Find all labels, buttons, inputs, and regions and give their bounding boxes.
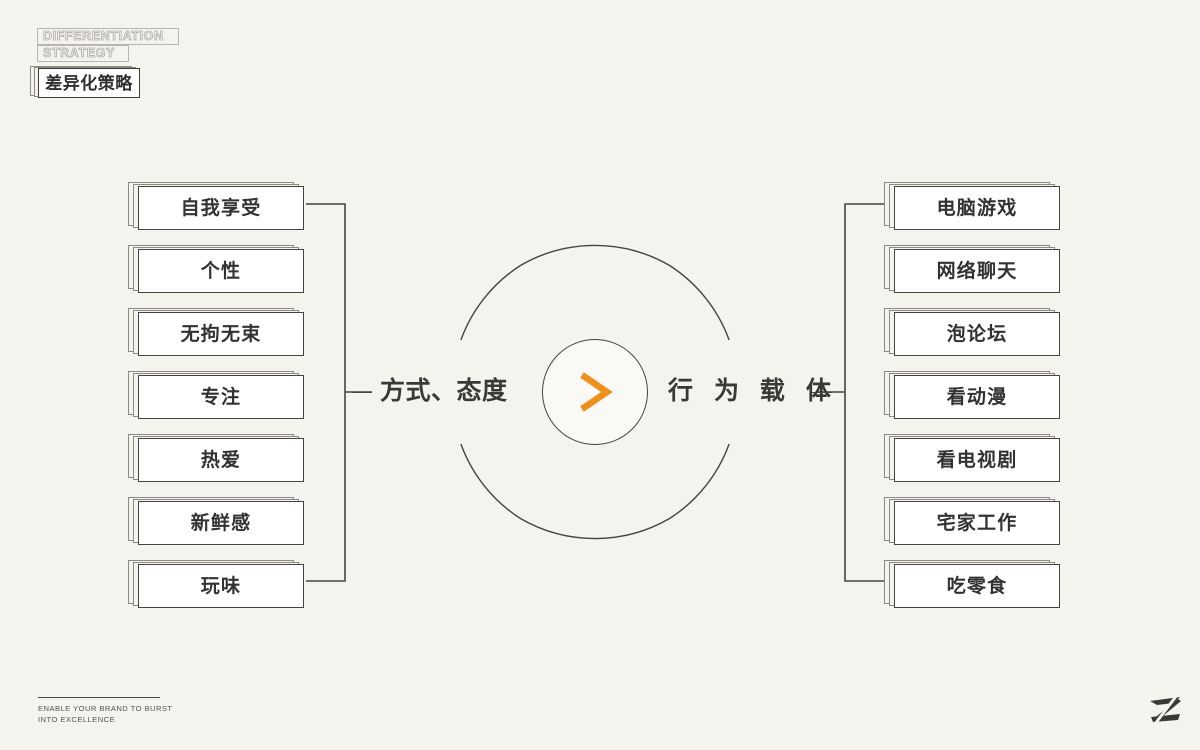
card-label: 自我享受: [180, 197, 262, 219]
brand-cn-stack: 差异化策略: [30, 66, 140, 98]
footer: ENABLE YOUR BRAND TO BURST INTO EXCELLEN…: [38, 697, 258, 725]
right_group-item-card[interactable]: 泡论坛: [884, 308, 1060, 356]
brand-line-1-box: DIFFERENTIATION: [37, 28, 179, 45]
right-bracket: [844, 203, 884, 582]
footer-rule: [38, 697, 160, 698]
card-label: 新鲜感: [190, 512, 252, 534]
left_group-item-card[interactable]: 玩味: [128, 560, 304, 608]
brand-line-2-text: STRATEGY: [43, 46, 115, 61]
right_group-item-card[interactable]: 宅家工作: [884, 497, 1060, 545]
left_group-item-card[interactable]: 专注: [128, 371, 304, 419]
card-face: 新鲜感: [138, 501, 304, 545]
card-face: 看动漫: [894, 375, 1060, 419]
brand-logo: DIFFERENTIATION STRATEGY 差异化策略: [30, 28, 230, 108]
chevron-right-icon: [580, 372, 613, 412]
left-bracket: [306, 203, 346, 582]
card-face: 电脑游戏: [894, 186, 1060, 230]
card-label: 泡论坛: [946, 323, 1008, 345]
card-label: 宅家工作: [936, 512, 1018, 534]
right_group-item-card[interactable]: 看动漫: [884, 371, 1060, 419]
card-label: 玩味: [200, 575, 242, 597]
left_group-item-card[interactable]: 无拘无束: [128, 308, 304, 356]
card-label: 无拘无束: [180, 323, 262, 345]
card-face: 吃零食: [894, 564, 1060, 608]
hub-inner-circle: [542, 339, 648, 445]
right_group-item-card[interactable]: 看电视剧: [884, 434, 1060, 482]
brand-line-1-text: DIFFERENTIATION: [43, 29, 164, 44]
card-face: 宅家工作: [894, 501, 1060, 545]
brand-cn-text: 差异化策略: [45, 73, 133, 93]
left-axis-label: 方式、态度: [380, 377, 508, 405]
card-label: 看动漫: [946, 386, 1008, 408]
card-label: 网络聊天: [936, 260, 1018, 282]
card-label: 吃零食: [946, 575, 1008, 597]
footer-tagline-line1: ENABLE YOUR BRAND TO BURST: [38, 704, 173, 713]
card-face: 网络聊天: [894, 249, 1060, 293]
card-face: 看电视剧: [894, 438, 1060, 482]
hub-tick-left: [352, 392, 372, 393]
hub-outer-ring: [460, 244, 730, 540]
brand-line-2-box: STRATEGY: [37, 45, 129, 62]
card-label: 热爱: [200, 449, 242, 471]
brand-cn-card: 差异化策略: [38, 68, 140, 98]
z-monogram-icon: [1150, 694, 1181, 725]
left_group-item-card[interactable]: 新鲜感: [128, 497, 304, 545]
right_group-item-card[interactable]: 吃零食: [884, 560, 1060, 608]
left_group-item-card[interactable]: 热爱: [128, 434, 304, 482]
right_group-item-card[interactable]: 网络聊天: [884, 245, 1060, 293]
card-label: 看电视剧: [936, 449, 1018, 471]
card-face: 专注: [138, 375, 304, 419]
hub-tick-right: [812, 392, 832, 393]
card-face: 玩味: [138, 564, 304, 608]
left_group-item-card[interactable]: 个性: [128, 245, 304, 293]
right-axis-label: 行 为 载 体: [668, 377, 838, 405]
card-face: 自我享受: [138, 186, 304, 230]
card-label: 个性: [200, 260, 242, 282]
left_group-item-card[interactable]: 自我享受: [128, 182, 304, 230]
card-face: 热爱: [138, 438, 304, 482]
footer-tagline-line2: INTO EXCELLENCE: [38, 715, 116, 724]
card-face: 个性: [138, 249, 304, 293]
card-face: 泡论坛: [894, 312, 1060, 356]
card-label: 电脑游戏: [936, 197, 1018, 219]
right_group-item-card[interactable]: 电脑游戏: [884, 182, 1060, 230]
card-face: 无拘无束: [138, 312, 304, 356]
card-label: 专注: [200, 386, 242, 408]
